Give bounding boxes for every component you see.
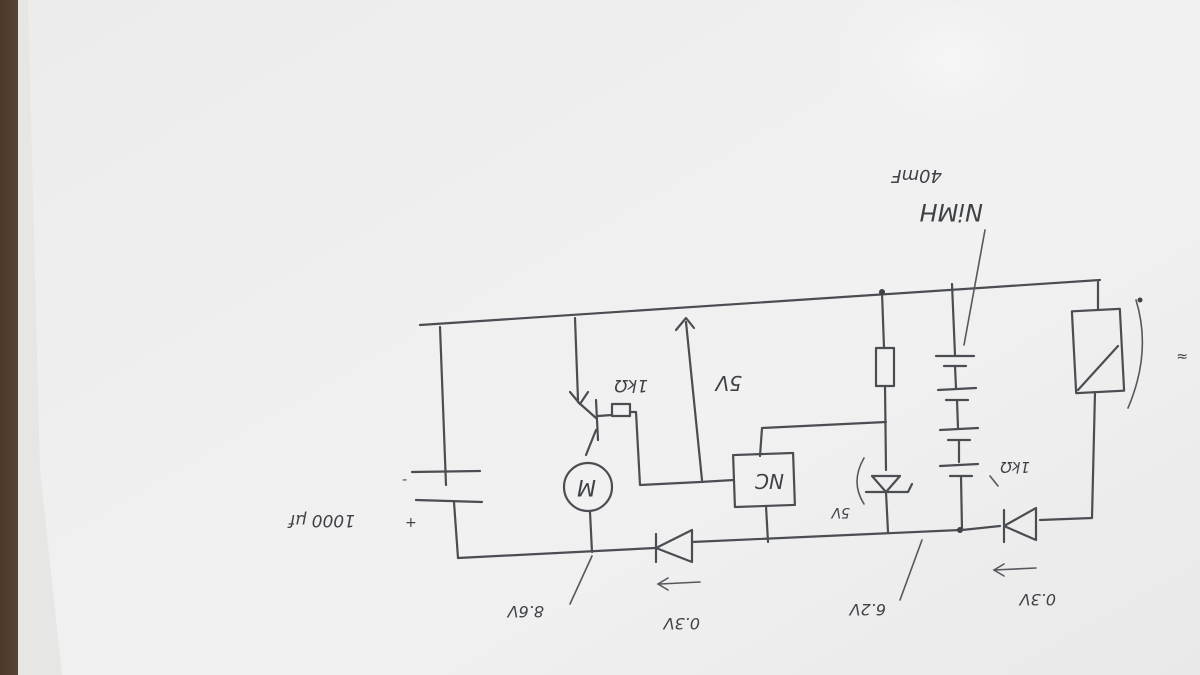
panel-bracket-dot	[1137, 297, 1143, 303]
transistor-collector-leg	[584, 428, 598, 457]
capacitor-value-label: 1000 μf	[287, 510, 355, 530]
bottom-mid-label: 6.2V	[849, 600, 886, 619]
wire-res-zener	[883, 384, 888, 472]
wire-right-diode-in	[960, 524, 1002, 532]
wire-motor-bottom	[588, 510, 594, 554]
arrow-5v-head	[674, 316, 696, 332]
wire-ic-bottom	[764, 504, 770, 544]
right-diode	[1002, 506, 1038, 542]
battery-type-label: NiMH	[920, 198, 983, 226]
panel-bracket	[1127, 299, 1144, 409]
wire-battery-bottom	[959, 474, 964, 532]
base-resistor	[610, 402, 632, 418]
capacitor-minus-label: -	[402, 472, 407, 488]
current-arrow-mid	[659, 581, 701, 585]
zener-bracket	[856, 457, 865, 505]
motor-label: M	[577, 474, 596, 499]
motor-symbol	[562, 461, 614, 513]
bottom-left-label: 8.6V	[507, 602, 544, 621]
wire-base-resistor	[596, 413, 614, 418]
pointer-bottom-left	[569, 555, 593, 605]
battery-cell-4a	[938, 462, 980, 468]
wire-res-top	[880, 290, 886, 350]
light-glare	[800, 0, 1100, 170]
wire-base-out	[628, 410, 702, 487]
wire-cap-top	[438, 325, 448, 487]
transistor-emitter	[576, 400, 598, 420]
current-arrow-right	[993, 567, 1037, 571]
battery-pointer-line	[963, 229, 986, 346]
battery-cell-2a	[936, 386, 978, 392]
wire-ic-in	[698, 478, 736, 484]
right-diode-label: 1kΩ	[1000, 458, 1030, 476]
wire-battery-top	[950, 282, 957, 357]
bottom-right-label: 0.3V	[1019, 590, 1056, 609]
battery-cell-3a	[938, 426, 980, 432]
panel-side-label: ≈	[1176, 348, 1188, 364]
arrow-5v-label: 5V	[714, 371, 742, 395]
wire-zener-bottom	[884, 490, 890, 534]
zener-label: 5V	[830, 504, 850, 520]
bottom-diode	[654, 528, 694, 564]
pointer-bottom-mid	[899, 539, 923, 601]
base-resistor-label: 1kΩ	[614, 375, 648, 395]
ic-box-label: NC	[755, 469, 784, 493]
transistor-base-bar	[594, 398, 600, 442]
wire-ic-top	[758, 420, 888, 458]
battery-link-1	[953, 364, 958, 390]
junction-dot	[879, 289, 885, 295]
wire-cap-bottom	[452, 500, 460, 560]
junction-dot	[957, 527, 963, 533]
zener-diode	[870, 474, 902, 494]
wire-transistor-collector	[573, 316, 580, 402]
capacitor-plate-top	[410, 469, 482, 474]
wire-bottom-mid	[690, 528, 962, 544]
wire-top-rail	[418, 278, 1102, 327]
wire-bottom-right	[1038, 390, 1097, 522]
wire-bottom-left	[456, 546, 657, 560]
bottom-diode-label: 0.3V	[663, 614, 700, 633]
zener-bar	[864, 482, 914, 494]
solar-panel-diagonal	[1076, 344, 1120, 392]
arrow-5v-line	[684, 320, 704, 482]
capacitor-plus-label: +	[405, 515, 417, 531]
battery-capacity-label: 40mF	[891, 165, 942, 186]
right-diode-pointer	[989, 475, 999, 487]
battery-link-2	[955, 398, 960, 430]
current-arrow-right-head	[992, 563, 1005, 577]
current-arrow-mid-head	[656, 577, 669, 591]
solar-panel	[1070, 307, 1126, 395]
paper-surface	[28, 0, 1200, 675]
capacitor-plate-bottom	[414, 498, 484, 504]
